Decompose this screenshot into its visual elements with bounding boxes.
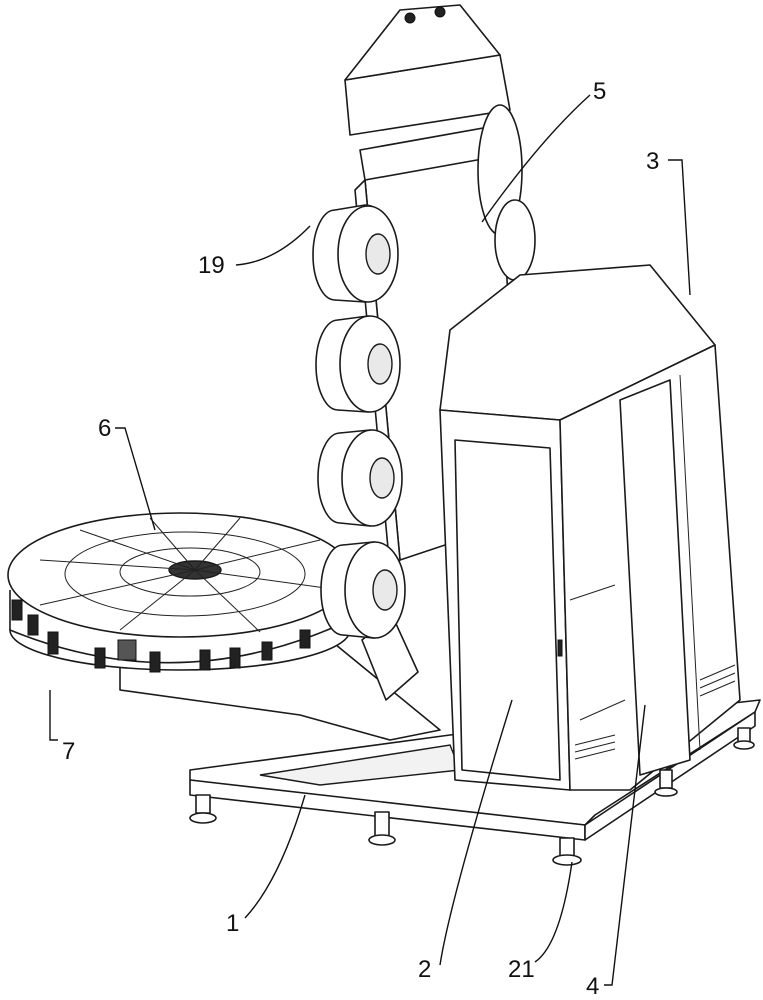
label-clamp: 7	[62, 740, 75, 764]
label-cabinet: 3	[646, 150, 659, 174]
label-frame: 1	[226, 912, 239, 936]
label-turntable: 6	[98, 417, 111, 441]
label-side-door: 4	[586, 975, 599, 999]
label-door: 2	[418, 958, 431, 982]
cabinet	[440, 265, 740, 790]
label-foot: 21	[508, 958, 535, 982]
label-column: 5	[593, 80, 606, 104]
turntable	[8, 513, 352, 672]
label-reel: 19	[198, 254, 225, 278]
